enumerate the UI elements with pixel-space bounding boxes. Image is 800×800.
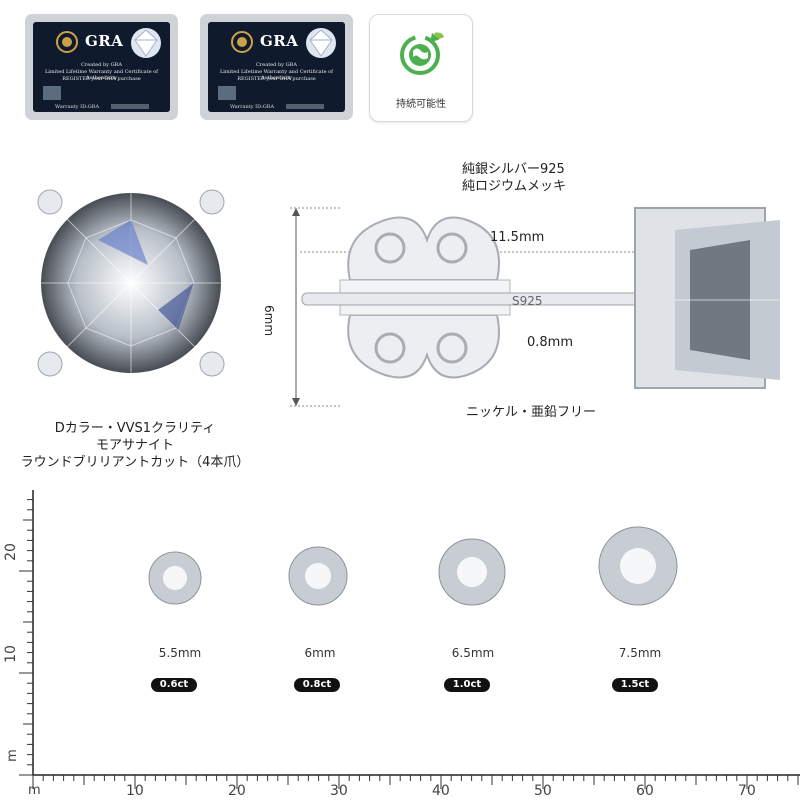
sustainability-label: 持続可能性	[396, 99, 446, 110]
warranty-label: Warranty ID:GRA	[55, 104, 100, 110]
size-stone-4	[598, 526, 678, 606]
material-line-2: 純ロジウムメッキ	[462, 179, 567, 194]
size-label-4: 7.5mm	[618, 646, 662, 660]
ruler-x-label-50: 50	[534, 783, 552, 799]
ruler-x-label-60: 60	[636, 783, 654, 799]
certificate-line-3: REGISTER your GRA purchase	[237, 76, 316, 82]
ruler-x-label-30: 30	[330, 783, 348, 799]
size-stone-1	[148, 551, 202, 605]
material-line-1: 純銀シルバー925	[462, 162, 565, 177]
stamp-text: S925	[512, 294, 543, 308]
size-label-1: 5.5mm	[158, 646, 202, 660]
ruler-x-label-20: 20	[228, 783, 246, 799]
post-diameter: 0.8mm	[527, 335, 574, 350]
carat-badge-2: 0.8ct	[294, 678, 340, 692]
certificate-line-3: REGISTER your GRA purchase	[62, 76, 141, 82]
certificate-brand: GRA	[85, 32, 124, 50]
certificate-card-face: GRA Created by GRA Limited Lifetime Warr…	[33, 22, 170, 112]
carat-badge-3: 1.0ct	[444, 678, 490, 692]
certificate-card-2: GRA Created by GRA Limited Lifetime Warr…	[200, 14, 353, 120]
size-stone-2	[288, 546, 348, 606]
size-label-2: 6mm	[304, 646, 336, 660]
stone-caption: Dカラー・VVS1クラリティ モアサナイト ラウンドブリリアントカット（4本爪）	[0, 420, 270, 471]
stone-caption-line-3: ラウンドブリリアントカット（4本爪）	[20, 455, 250, 470]
ruler-y-label-10: 10	[2, 645, 19, 663]
blurred-photo	[43, 86, 61, 100]
certificate-card-face: GRA Created by GRA Limited Lifetime Warr…	[208, 22, 345, 112]
carat-badge-4: 1.5ct	[612, 678, 658, 692]
ruler-x-label-70: 70	[738, 783, 756, 799]
blurred-photo	[218, 86, 236, 100]
size-stones-row	[148, 526, 678, 606]
diamond-icon	[131, 28, 161, 58]
height-dimension: 6mm	[262, 305, 276, 337]
blurred-warranty-id	[286, 104, 324, 109]
size-label-3: 6.5mm	[451, 646, 495, 660]
diamond-icon	[306, 28, 336, 58]
certificate-card-1: GRA Created by GRA Limited Lifetime Warr…	[25, 14, 178, 120]
length-dimension: 11.5mm	[490, 230, 545, 245]
ruler-unit-x: m	[28, 783, 41, 798]
seal-icon	[231, 31, 253, 53]
recycle-globe-icon	[400, 32, 444, 75]
certificate-line-1: Created by GRA	[81, 62, 122, 68]
seal-icon	[56, 31, 78, 53]
carat-badge-1: 0.6ct	[151, 678, 197, 692]
ruler	[19, 490, 800, 789]
material-caption: 純銀シルバー925 純ロジウムメッキ	[462, 161, 602, 195]
ruler-ticks	[19, 499, 799, 789]
ruler-x-label-10: 10	[126, 783, 144, 799]
stone-caption-line-1: Dカラー・VVS1クラリティ	[54, 421, 216, 436]
ruler-y-label-20: 20	[2, 543, 19, 561]
certificate-line-1: Created by GRA	[256, 62, 297, 68]
sustainability-badge: 持続可能性	[369, 14, 473, 122]
warranty-label: Warranty ID:GRA	[230, 104, 275, 110]
stone-caption-line-2: モアサナイト	[95, 438, 174, 453]
ruler-unit-y: m	[4, 749, 20, 762]
blurred-warranty-id	[111, 104, 149, 109]
earring-side-view	[290, 207, 780, 407]
moissanite-stone-illustration	[37, 189, 225, 377]
certificate-line-2: Limited Lifetime Warranty and Certificat…	[219, 69, 334, 81]
ruler-x-label-40: 40	[432, 783, 450, 799]
size-stone-3	[438, 538, 506, 606]
certificate-brand: GRA	[260, 32, 299, 50]
nickel-free-label: ニッケル・亜鉛フリー	[466, 405, 597, 420]
certificate-line-2: Limited Lifetime Warranty and Certificat…	[44, 69, 159, 81]
